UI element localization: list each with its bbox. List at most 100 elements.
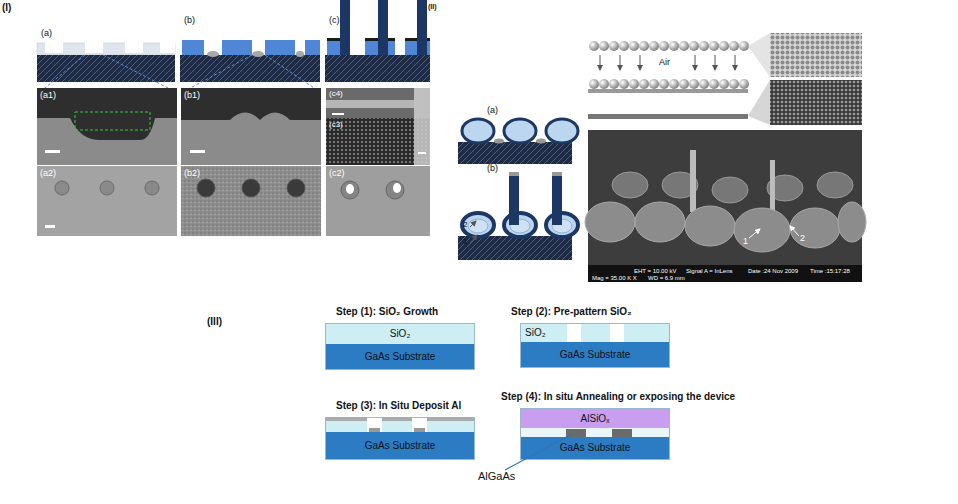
shape-circle	[739, 79, 749, 89]
shape-line	[103, 55, 176, 92]
panel-label: 2	[463, 221, 467, 229]
shape-ellipse	[712, 177, 748, 203]
shape-ellipse	[504, 213, 536, 237]
shape-ellipse	[462, 213, 494, 237]
layer-band: AlSiOₓ	[521, 409, 669, 428]
shape-polygon	[748, 33, 770, 77]
shape-rect	[45, 41, 63, 53]
shape-ellipse	[585, 202, 635, 242]
layer-label: SiO₂	[390, 329, 411, 339]
shape-line	[620, 55, 621, 70]
layer-band: SiO₂	[326, 324, 474, 344]
layer-label: SiO₂	[525, 328, 546, 338]
shape-ellipse	[296, 51, 304, 57]
shape-rect	[610, 324, 624, 342]
step3-layers	[326, 417, 474, 432]
panel-label: Signal A = InLens	[686, 268, 733, 274]
shape-ellipse	[685, 206, 735, 246]
shape-path	[181, 113, 321, 166]
shape-rect	[509, 175, 519, 225]
process-step: Step (4): In situ Annealing or exposing …	[520, 408, 670, 460]
layer-label: AlSiOₓ	[581, 414, 610, 424]
shape-rect	[521, 428, 669, 437]
shape-circle	[242, 179, 260, 197]
sem-a1	[37, 88, 177, 165]
panel-label: Mag = 35.00 K X	[592, 275, 637, 281]
shape-circle	[669, 79, 679, 89]
shape-circle	[55, 181, 69, 195]
shape-line	[470, 235, 477, 243]
step-heading: Step (4): In situ Annealing or exposing …	[501, 392, 735, 402]
sem-c4-c3	[326, 88, 430, 165]
schematic-b	[180, 40, 320, 92]
shape-ellipse	[817, 172, 853, 198]
step4-layers	[505, 428, 669, 470]
shape-circle	[679, 79, 689, 89]
shape-rect	[770, 33, 862, 77]
shape-rect	[85, 41, 103, 53]
shape-rect	[612, 429, 632, 437]
schematic-a	[37, 41, 176, 92]
process-step: Step (1): SiO₂ GrowthSiO₂GaAs Substrate	[325, 323, 475, 370]
shape-circle	[639, 41, 649, 51]
shape-ellipse	[546, 119, 578, 143]
shape-rect	[222, 40, 252, 55]
layer-band: GaAs Substrate	[521, 437, 669, 459]
layer-band: GaAs Substrate	[521, 342, 669, 367]
shape-ellipse	[612, 172, 648, 198]
shape-rect	[340, 0, 350, 55]
shape-rect	[45, 150, 60, 153]
panel-label: (c)	[329, 16, 340, 25]
shape-rect	[588, 114, 748, 119]
panel-label: (c3)	[329, 121, 343, 129]
panel-label: (b1)	[184, 91, 200, 100]
schematic-c	[325, 0, 430, 82]
panel-label: (a)	[487, 106, 498, 115]
layer-band: GaAs Substrate	[326, 344, 474, 369]
shape-rect	[458, 142, 572, 164]
sem-b2	[181, 166, 321, 236]
panel-label: (III)	[207, 317, 222, 327]
shape-line	[470, 221, 476, 227]
panel-label: EHT = 10.00 kV	[634, 268, 676, 274]
shape-line	[600, 55, 601, 70]
shape-rect	[414, 88, 430, 165]
shape-circle	[619, 79, 629, 89]
step-heading: Step (2): Pre-pattern SiO₂	[511, 307, 632, 317]
shape-rect	[190, 150, 205, 153]
shape-rect	[418, 152, 426, 154]
shape-rect	[160, 41, 175, 53]
sphere-rows	[588, 33, 862, 125]
shape-rect	[326, 417, 367, 421]
shape-rect	[414, 428, 425, 432]
shape-rect	[378, 0, 388, 55]
shape-line	[40, 55, 85, 92]
shape-rect	[552, 172, 562, 176]
shape-rect	[182, 40, 204, 55]
shape-path	[37, 118, 177, 165]
shape-rect	[427, 421, 474, 432]
panel-label: 1	[743, 237, 748, 246]
shape-circle	[619, 41, 629, 51]
step2-gaps	[567, 324, 624, 342]
shape-line	[265, 55, 320, 92]
shape-line	[640, 55, 641, 70]
step-heading: Step (1): SiO₂ Growth	[336, 307, 438, 317]
shape-circle	[589, 79, 599, 89]
shape-circle	[649, 79, 659, 89]
layer-label: GaAs Substrate	[365, 352, 436, 362]
layer-band: GaAs Substrate	[326, 432, 474, 459]
shape-rect	[45, 225, 55, 228]
shape-rect	[181, 88, 321, 165]
shape-rect	[326, 421, 367, 432]
layer-label: GaAs Substrate	[560, 350, 631, 360]
sem-c2	[326, 166, 430, 236]
shape-rect	[552, 175, 562, 225]
shape-circle	[589, 41, 599, 51]
shape-rect	[305, 40, 320, 55]
panel-label: AlGaAs	[478, 471, 515, 482]
shape-circle	[287, 179, 305, 197]
panel-label: (c2)	[329, 169, 345, 178]
